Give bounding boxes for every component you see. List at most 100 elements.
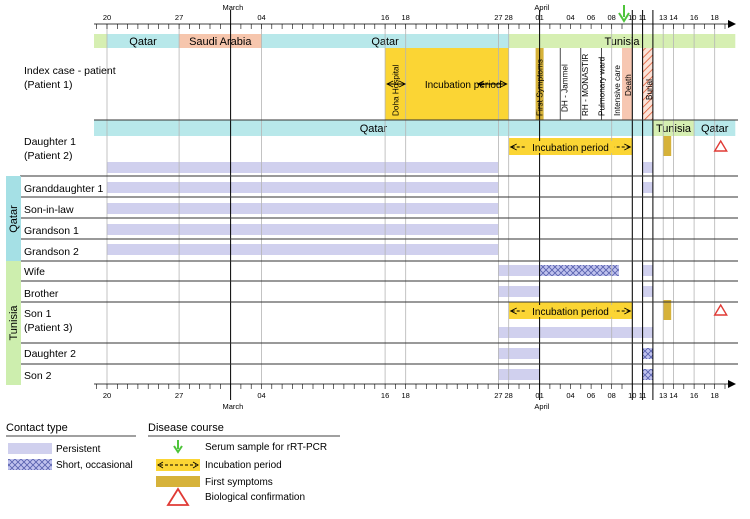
top-tick-label: 18 [711, 13, 719, 22]
daughter2-label: Daughter 2 [24, 348, 76, 360]
brother-label: Brother [24, 288, 59, 300]
daughter1-incubation-label: Incubation period [532, 143, 609, 154]
legend-persistent-label: Persistent [56, 444, 101, 455]
son1-incubation-arrow-right-icon [624, 307, 632, 315]
pulmonary-ward-label: Pulmonary ward [597, 56, 606, 116]
index-incubation-arrow-a-right-icon [398, 80, 407, 88]
wife-persistent-bar [498, 265, 540, 276]
bottom-tick-label: 01 [535, 391, 543, 400]
death-box [622, 48, 633, 120]
burial-label: Burial [645, 79, 654, 100]
daughter-country-label-1: Tunisia [656, 123, 692, 135]
top-tick-label: 20 [103, 13, 111, 22]
grandson1-label: Grandson 1 [24, 225, 79, 237]
daughter1-confirmation-triangle-icon [713, 139, 728, 152]
daughter1-incubation-arrow-right-icon [624, 143, 632, 151]
bottom-tick-label: 06 [587, 391, 595, 400]
son-in-law-label: Son-in-law [24, 204, 74, 216]
son1-incubation-arrow-left-icon [509, 307, 517, 315]
group-band-qatar [6, 176, 21, 261]
index-incubation-arrow-a-left-icon [386, 80, 394, 88]
top-tick-label: 10 [628, 13, 636, 22]
son2-short-bar [642, 369, 653, 380]
granddaughter1-tail-bar [642, 182, 653, 193]
group-label-tunisia: Tunisia [8, 305, 20, 341]
daughter1-label: Daughter 1 [24, 136, 76, 148]
son1-incubation-label: Incubation period [532, 307, 609, 318]
intensive-care-label: Intensive care [613, 65, 622, 116]
daughter-country-label-0: Qatar [360, 123, 388, 135]
bottom-tick-label: 18 [711, 391, 719, 400]
bottom-tick-label: 27 [494, 391, 502, 400]
top-axis-arrow [728, 20, 736, 28]
top-tick-label: 16 [381, 13, 389, 22]
daughter-country-band-0 [94, 120, 653, 136]
wife-short-bar [539, 265, 619, 276]
top-month-label: March [222, 3, 243, 12]
son1-confirmation-triangle-icon [713, 303, 728, 316]
top-tick-label: 16 [690, 13, 698, 22]
top-tick-label: 11 [639, 13, 647, 22]
bottom-tick-label: 18 [402, 391, 410, 400]
bottom-axis-arrow [728, 380, 736, 388]
country-band-qatar [107, 34, 180, 48]
daughter1-symptoms-block [663, 136, 672, 156]
index-incubation-arrow-b-right-icon [500, 80, 508, 88]
bottom-tick-label: 28 [505, 391, 513, 400]
legend-short-swatch [8, 459, 52, 470]
top-tick-label: 08 [608, 13, 616, 22]
legend: Contact type Persistent Short, occasiona… [6, 422, 340, 506]
top-tick-label: 04 [257, 13, 265, 22]
top-tick-label: 14 [669, 13, 677, 22]
bottom-tick-label: 13 [659, 391, 667, 400]
top-tick-label: 27 [175, 13, 183, 22]
bottom-tick-label: 10 [628, 391, 636, 400]
son-in-law-bar [107, 203, 499, 214]
serum-sample-arrow-icon [618, 5, 630, 23]
first-symptoms-label: First Symptoms [536, 59, 545, 116]
bottom-tick-label: 14 [669, 391, 677, 400]
daughter2-bar [498, 348, 540, 359]
bottom-tick-label: 20 [103, 391, 111, 400]
index-case-label: Index case - patient [24, 65, 116, 77]
daughter1-incubation-label-bg [526, 141, 615, 153]
legend-persistent-swatch [8, 443, 52, 454]
top-tick-label: 01 [535, 13, 543, 22]
legend-symptoms-label: First symptoms [205, 477, 273, 488]
legend-serum-arrow-icon [173, 440, 183, 454]
bottom-tick-label: 08 [608, 391, 616, 400]
wife-tail-bar [642, 265, 653, 276]
daughter1-persistent-bar [107, 162, 499, 173]
bottom-tick-label: 11 [639, 391, 647, 400]
wife-label: Wife [24, 266, 45, 278]
bottom-tick-label: 16 [381, 391, 389, 400]
legend-incubation-label: Incubation period [205, 460, 282, 471]
country-band-tunisia [508, 34, 736, 48]
son1-incubation-label-bg [526, 305, 615, 317]
country-label-qatar: Qatar [129, 36, 157, 48]
bottom-tick-label: 04 [257, 391, 265, 400]
legend-contact-title: Contact type [6, 422, 68, 434]
daughter1-incubation-arrow-left-icon [509, 143, 517, 151]
bottom-tick-label: 04 [566, 391, 574, 400]
country-label-tunisia: Tunisia [604, 36, 640, 48]
granddaughter1-bar [107, 182, 499, 193]
top-tick-label: 04 [566, 13, 574, 22]
legend-short-label: Short, occasional [56, 460, 133, 471]
brother-bar [498, 286, 540, 297]
son2-label: Son 2 [24, 370, 52, 382]
daughter1-tail-bar [642, 162, 653, 173]
rh-monastir-label: RH - MONASTIR [581, 54, 590, 116]
grandson2-label: Grandson 2 [24, 246, 79, 258]
burial-box [642, 48, 653, 120]
country-band-saudi-arabia [179, 34, 262, 48]
son1-symptoms-block [663, 300, 672, 320]
legend-confirmation-label: Biological confirmation [205, 492, 305, 503]
son1-sublabel: (Patient 3) [24, 322, 72, 334]
grandson2-bar [107, 244, 499, 255]
top-tick-label: 13 [659, 13, 667, 22]
death-label: Death [624, 74, 633, 96]
legend-incubation-arrow-left-icon [157, 461, 164, 469]
